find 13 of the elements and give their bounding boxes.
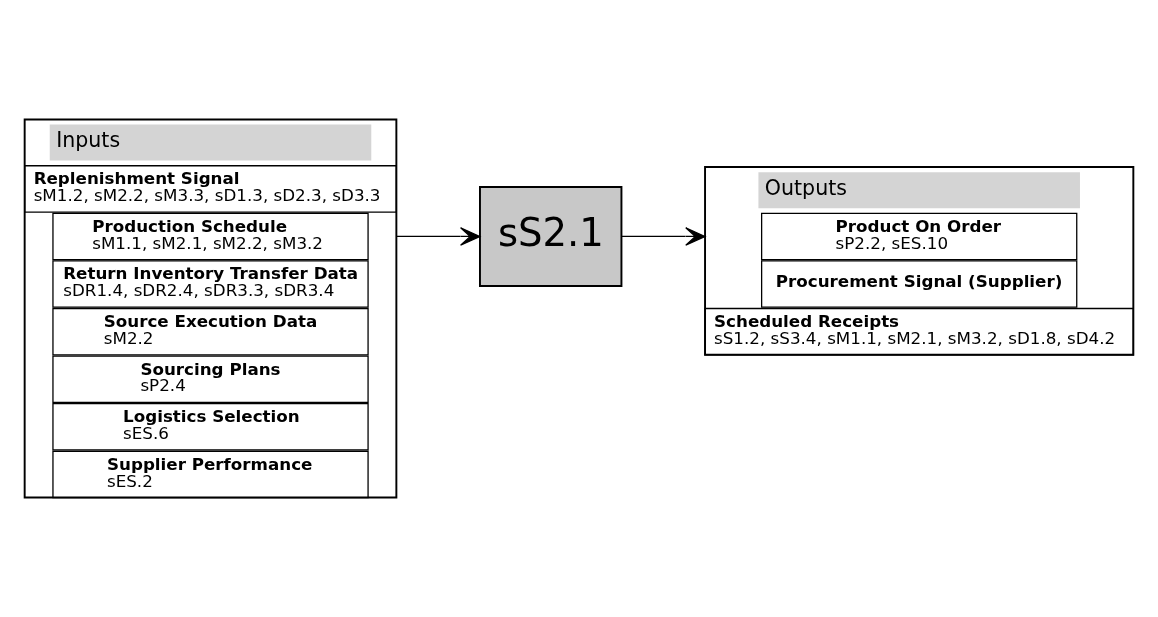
node-box: Supplier Performance sES.2 <box>52 450 369 499</box>
node-box: Procurement Signal (Supplier) <box>761 260 1078 308</box>
node-box: Production Schedule sM1.1, sM2.1, sM2.2, sM3.2 <box>52 212 369 261</box>
node-box: Source Execution Data sM2.2 <box>52 307 369 356</box>
arrow <box>395 227 481 246</box>
node-box: sS2.1 <box>479 186 623 287</box>
node-box: Return Inventory Transfer Data sDR1.4, sDR2.4, sDR3.3, sDR3.4 <box>52 260 369 308</box>
node-box: Replenishment Signal sM1.2, sM2.2, sM3.3, sD1.3, sD2.3, sD3.3 <box>24 165 397 213</box>
arrow <box>621 227 706 246</box>
node-box: Scheduled Receipts sS1.2, sS3.4, sM1.1, sM2.1, sM3.2, sD1.8, sD4.2 <box>704 307 1134 356</box>
node-box: Sourcing Plans sP2.4 <box>52 355 369 404</box>
node-box: Logistics Selection sES.6 <box>52 403 369 451</box>
node-box: Product On Order sP2.2, sES.10 <box>761 212 1078 261</box>
